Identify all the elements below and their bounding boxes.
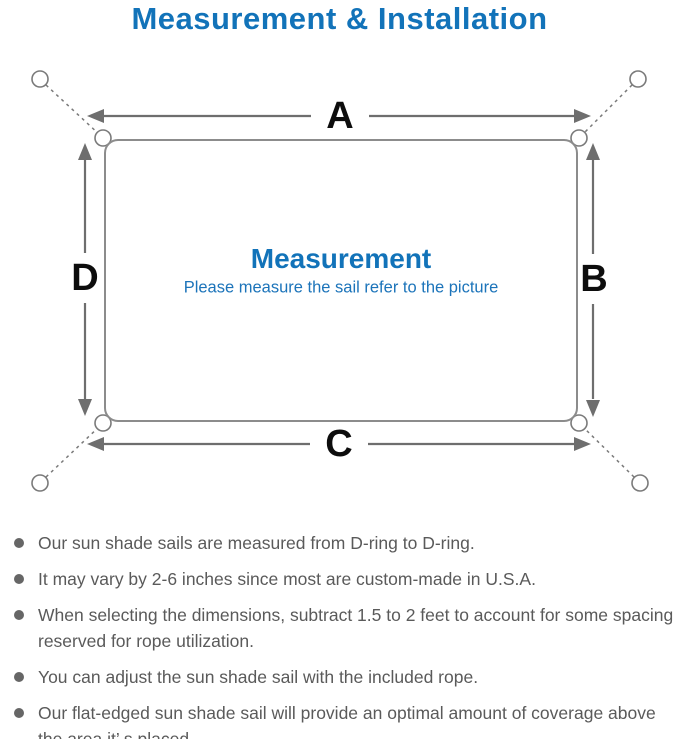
note-item: Our flat-edged sun shade sail will provi… <box>0 700 675 739</box>
bullet-icon <box>14 538 24 548</box>
dimension-label-c: C <box>325 423 353 465</box>
bullet-icon <box>14 574 24 584</box>
rope-line-bottom-right <box>580 424 635 478</box>
d-ring-icon <box>570 414 588 432</box>
diagram-center-caption: Please measure the sail refer to the pic… <box>183 278 499 297</box>
d-ring-icon <box>570 129 588 147</box>
note-text: You can adjust the sun shade sail with t… <box>38 667 479 687</box>
dimension-label-a: A <box>326 95 354 137</box>
note-text: It may vary by 2-6 inches since most are… <box>38 569 536 589</box>
anchor-point-icon <box>629 70 647 88</box>
bullet-icon <box>14 610 24 620</box>
notes-list: Our sun shade sails are measured from D-… <box>0 530 679 739</box>
rope-line-top-left <box>45 84 102 137</box>
dimension-arrow-d <box>78 143 92 416</box>
note-text: Our sun shade sails are measured from D-… <box>38 533 475 553</box>
note-text: Our flat-edged sun shade sail will provi… <box>38 703 656 739</box>
sail-outline <box>104 139 578 422</box>
measurement-diagram: A B C D Measurement Please measure the s… <box>31 70 649 492</box>
note-item: When selecting the dimensions, subtract … <box>0 602 675 654</box>
bullet-icon <box>14 708 24 718</box>
diagram-center-title: Measurement <box>250 243 432 274</box>
note-item: You can adjust the sun shade sail with t… <box>0 664 675 690</box>
page-title: Measurement & Installation <box>131 1 548 36</box>
rope-line-bottom-left <box>45 424 102 478</box>
dimension-label-b: B <box>580 258 608 300</box>
anchor-point-icon <box>31 474 49 492</box>
d-ring-icon <box>94 414 112 432</box>
dimension-label-d: D <box>71 257 99 299</box>
dimension-arrow-b <box>586 143 600 417</box>
rope-line-top-right <box>580 84 633 137</box>
anchor-point-icon <box>31 70 49 88</box>
dimension-arrow-a <box>87 109 591 123</box>
dimension-arrow-c <box>87 437 591 451</box>
bullet-icon <box>14 672 24 682</box>
diagram-graphics <box>31 70 649 492</box>
note-item: Our sun shade sails are measured from D-… <box>0 530 675 556</box>
d-ring-icon <box>94 129 112 147</box>
note-text: When selecting the dimensions, subtract … <box>38 605 674 651</box>
anchor-point-icon <box>631 474 649 492</box>
note-item: It may vary by 2-6 inches since most are… <box>0 566 675 592</box>
